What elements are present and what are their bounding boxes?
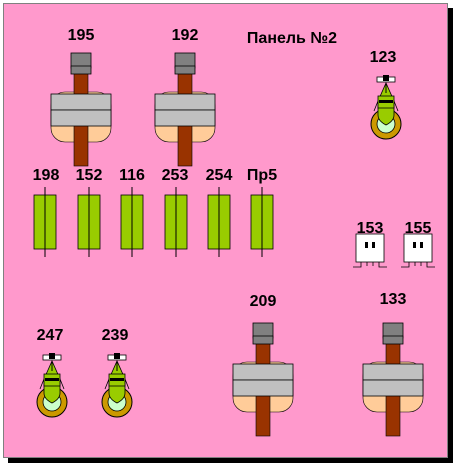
fuse-pr5[interactable]: Пр5: [247, 167, 277, 258]
rotary-switch-icon: [362, 322, 424, 437]
toggle-lever-icon: [370, 74, 402, 140]
toggle-lever-icon: [36, 352, 68, 418]
fuse-253[interactable]: 253: [162, 167, 189, 258]
fuse-label: Пр5: [247, 167, 277, 184]
socket-label: 155: [405, 220, 432, 237]
rotary-switch-209[interactable]: 209: [232, 293, 294, 437]
socket-153[interactable]: 153: [352, 220, 388, 268]
rotary-switch-133[interactable]: 133: [362, 291, 424, 437]
switch-label: 133: [380, 291, 407, 308]
rotary-switch-icon: [232, 322, 294, 437]
fuse-icon: [77, 186, 101, 258]
fuse-label: 253: [162, 167, 189, 184]
toggle-label: 247: [37, 327, 64, 344]
socket-155[interactable]: 155: [400, 220, 436, 268]
switch-label: 192: [172, 27, 199, 44]
switch-label: 195: [68, 27, 95, 44]
fuse-icon: [120, 186, 144, 258]
switch-label: 209: [250, 293, 277, 310]
fuse-icon: [164, 186, 188, 258]
fuse-icon: [207, 186, 231, 258]
socket-icon: [400, 233, 436, 268]
fuse-label: 152: [76, 167, 103, 184]
fuse-label: 198: [33, 167, 60, 184]
toggle-lever-247[interactable]: 247: [36, 327, 68, 418]
socket-label: 153: [357, 220, 384, 237]
fuse-icon: [250, 186, 274, 258]
fuse-198[interactable]: 198: [33, 167, 60, 258]
fuse-116[interactable]: 116: [119, 167, 145, 258]
fuse-label: 254: [206, 167, 233, 184]
fuse-254[interactable]: 254: [206, 167, 233, 258]
toggle-lever-icon: [101, 352, 133, 418]
toggle-label: 123: [370, 49, 397, 66]
toggle-lever-123[interactable]: 123: [370, 49, 402, 140]
fuse-icon: [33, 186, 57, 258]
toggle-label: 239: [102, 327, 129, 344]
toggle-lever-239[interactable]: 239: [101, 327, 133, 418]
fuse-152[interactable]: 152: [76, 167, 103, 258]
rotary-switch-icon: [50, 52, 112, 167]
rotary-switch-icon: [154, 52, 216, 167]
panel-title: Панель №2: [247, 30, 337, 47]
socket-icon: [352, 233, 388, 268]
rotary-switch-192[interactable]: 192: [154, 27, 216, 167]
rotary-switch-195[interactable]: 195: [50, 27, 112, 167]
fuse-label: 116: [119, 167, 145, 184]
